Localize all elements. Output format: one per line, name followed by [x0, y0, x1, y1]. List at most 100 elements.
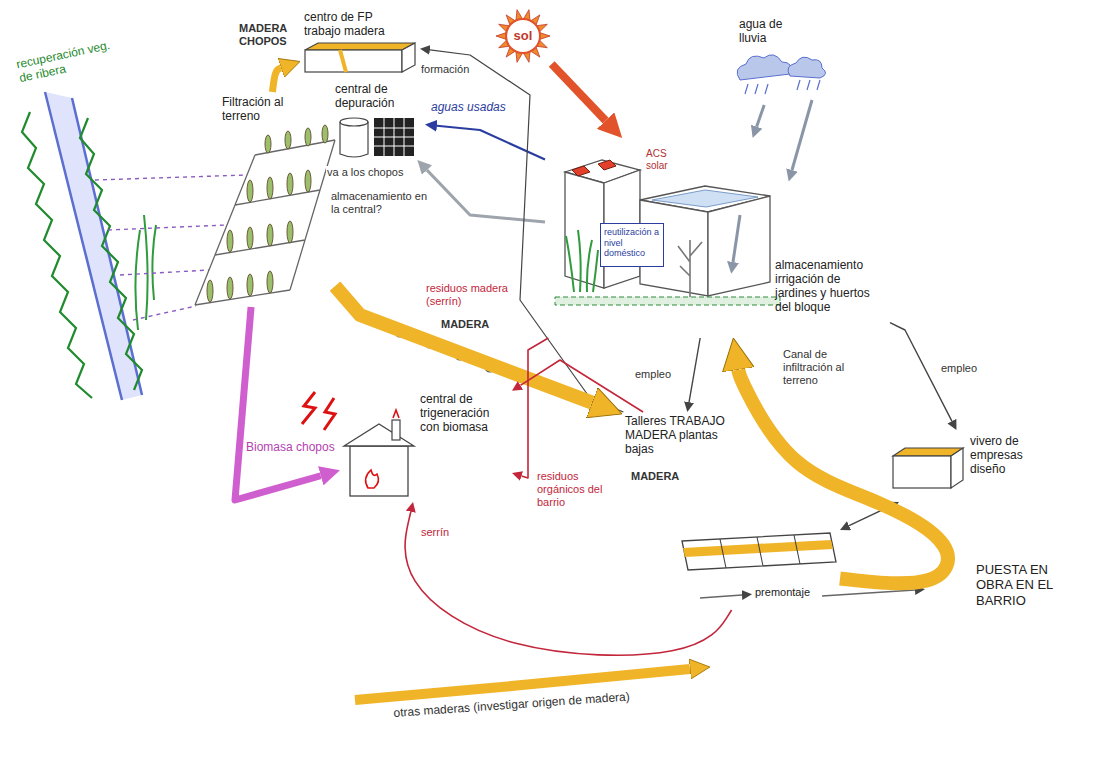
- canal-note: Canal de infiltración al terreno: [782, 348, 872, 387]
- sun-ray: [540, 33, 550, 40]
- connector-label: empleo: [634, 368, 672, 381]
- chimney: [392, 420, 400, 440]
- poplar-tree: [305, 170, 311, 192]
- poplar-tree: [267, 177, 273, 199]
- rain-drops: [745, 80, 820, 94]
- filter-cube: [374, 118, 414, 156]
- solar-panel: [572, 166, 590, 176]
- flow-connector: [427, 170, 545, 222]
- other-wood-arrow: [355, 669, 690, 700]
- flow-arrow: [700, 595, 742, 598]
- trigeneration-plant: central de trigeneración con biomasa: [340, 390, 512, 502]
- building-side: [402, 43, 415, 72]
- poplar-tree: [227, 277, 233, 299]
- flow-connector: [235, 307, 321, 500]
- poplar-tree: [267, 224, 273, 246]
- training-centre: centro de FP trabajo madera: [300, 8, 420, 74]
- node-text: vivero de empresas diseño: [970, 434, 1054, 476]
- node-text: Filtración al terreno: [222, 95, 294, 123]
- flow-connector: [272, 68, 281, 92]
- building-roof: [305, 43, 415, 50]
- prefab-panel: premontaje: [675, 528, 840, 610]
- node-text: sol: [495, 28, 551, 43]
- water-flow-line: [95, 175, 247, 320]
- flow-arrow: [822, 590, 915, 596]
- node-text: Talleres TRABAJO MADERA plantas bajas: [625, 414, 739, 456]
- terrace-line: [195, 140, 335, 305]
- poplar-tree: [322, 125, 328, 143]
- connector-label: residuos orgánicos del barrio: [536, 470, 620, 509]
- poplar-tree: [207, 280, 213, 302]
- connector-label: aguas usadas: [430, 100, 507, 114]
- flow-connector: [757, 105, 765, 127]
- lightning-bolt: [324, 398, 335, 430]
- housing-block: almacenamiento irrigación de jardines y …: [545, 138, 890, 338]
- flow-connector: [520, 360, 643, 412]
- connector-label: MADERA CHOPOS: [238, 22, 296, 48]
- connector-label: Biomasa chopos: [245, 440, 336, 454]
- connector-label: MADERA: [440, 318, 490, 331]
- node-text: premontaje: [755, 586, 825, 599]
- panel-joint: [720, 535, 800, 568]
- poplar-tree: [305, 128, 311, 146]
- river-bank: [72, 98, 142, 395]
- poplar-tree: [285, 131, 291, 149]
- rain-cloud: [788, 57, 826, 78]
- riverside-vegetation: [80, 118, 142, 390]
- poplar-tree: [247, 180, 253, 202]
- treatment-plant: central de depuración: [333, 80, 425, 160]
- incubator-building: vivero de empresas diseño: [890, 430, 1060, 502]
- solar-panel: [598, 160, 616, 170]
- building-front: [305, 50, 402, 72]
- poplar-trees: [207, 125, 328, 302]
- housing-illustration: [565, 160, 770, 296]
- connector-label: formación: [420, 63, 470, 76]
- flow-connector: [738, 370, 948, 584]
- building-side: [951, 448, 963, 488]
- sun-circle: sol: [495, 8, 555, 64]
- flame: [366, 410, 399, 488]
- poplar-tree: [287, 221, 293, 243]
- plant-body: [350, 446, 408, 496]
- rain-arrow: [792, 100, 812, 170]
- poplar-tree: [265, 135, 271, 153]
- poplar-tree: [227, 230, 233, 252]
- garden-plants: [566, 230, 598, 292]
- rain-cloud: [737, 55, 791, 80]
- infiltration-canal: [555, 297, 780, 305]
- filter-grid: [374, 118, 414, 156]
- panel: [682, 533, 836, 570]
- node-text: agua de lluvia: [739, 17, 799, 45]
- workshop-label: Talleres TRABAJO MADERA plantas bajas: [622, 412, 744, 462]
- block-side: [708, 196, 770, 296]
- connector-group: [235, 50, 952, 655]
- sun-ray: [496, 33, 506, 40]
- river-bank: [45, 92, 122, 400]
- flow-note: va a los chopos: [326, 166, 404, 179]
- lightning-bolt: [302, 392, 315, 424]
- connector-label: PUESTA EN OBRA EN EL BARRIO: [975, 562, 1089, 608]
- flow-connector: [405, 512, 732, 656]
- building-cut: [340, 50, 346, 72]
- riverside-vegetation: [22, 112, 92, 398]
- flow-connector: [552, 64, 606, 121]
- filtration-plot: Filtración al terreno: [185, 92, 335, 307]
- poplar-tree: [267, 271, 273, 293]
- node-text: reutilización a nivel doméstico: [604, 227, 660, 259]
- node-text: central de depuración: [335, 82, 421, 110]
- poplar-tree: [247, 274, 253, 296]
- connector-label: empleo: [940, 362, 978, 375]
- poplar-tree: [287, 173, 293, 195]
- river-water: [45, 92, 142, 400]
- rainwater-cloud: agua de lluvia: [725, 15, 835, 105]
- node-text: central de trigeneración con biomasa: [420, 392, 506, 434]
- storage-note: almacenamiento en la central?: [330, 190, 434, 216]
- connector-label: serrín: [420, 526, 450, 539]
- flow-connector: [689, 338, 700, 402]
- tank-body: [340, 122, 368, 157]
- riverside-note: recuperación veg. de ribera: [14, 37, 120, 86]
